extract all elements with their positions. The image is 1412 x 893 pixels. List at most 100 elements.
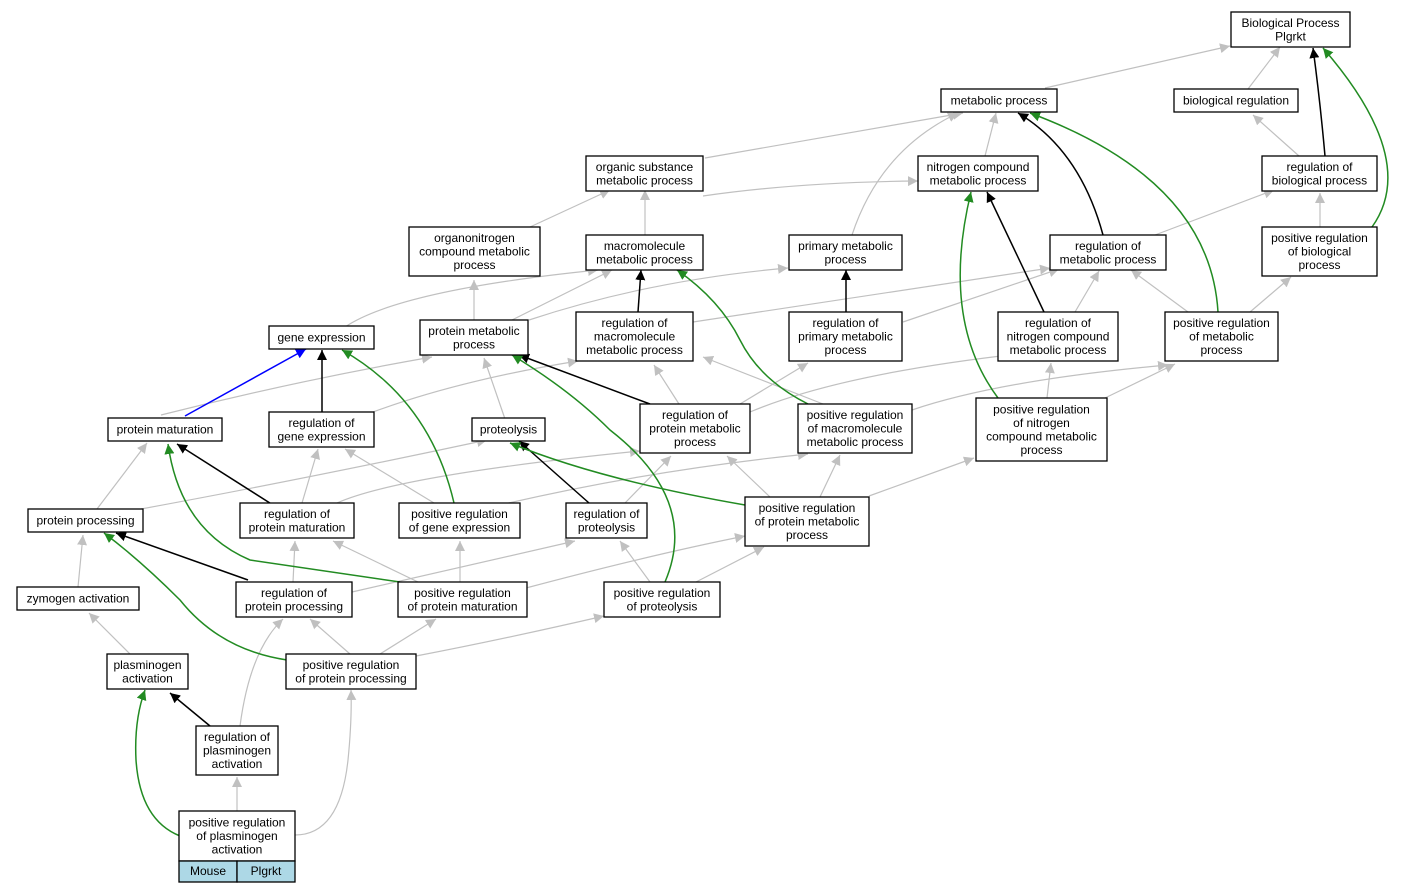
node-box (195, 725, 279, 776)
go-term-node-br[interactable]: biological regulation (1173, 88, 1299, 113)
node-box (917, 155, 1039, 192)
node-box (1261, 155, 1378, 192)
edge-is-a (1044, 362, 1055, 399)
node-label-line: process (824, 252, 866, 266)
node-box (27, 508, 144, 533)
edge-is-a (1247, 46, 1281, 90)
edge-is-a (619, 540, 651, 583)
edge-is-a (336, 447, 641, 504)
edge-part-of (184, 348, 307, 417)
node-box (239, 502, 355, 539)
node-box (1261, 226, 1378, 277)
node-label-line: regulation of (1286, 160, 1353, 174)
edge-is-a (525, 533, 746, 589)
node-label-line: positive regulation (411, 507, 508, 521)
node-label-line: positive regulation (414, 586, 511, 600)
node-box (975, 397, 1108, 462)
edge-is-a (344, 266, 599, 328)
node-box (744, 496, 870, 547)
node-box (1164, 311, 1279, 362)
edge-is-a (911, 360, 1169, 411)
edge-is-a (379, 618, 437, 655)
node-label-line: regulation of (1075, 239, 1142, 253)
go-term-node-mp[interactable]: metabolic process (940, 88, 1058, 113)
edge-is-a (726, 455, 771, 498)
edge-is-a (529, 189, 611, 228)
node-label-line: protein processing (36, 514, 134, 528)
node-label-line: regulation of (601, 316, 668, 330)
edge-is-a (332, 540, 419, 583)
edge-is-a (301, 448, 320, 504)
edge-is-a (528, 263, 789, 321)
go-term-node-ge[interactable]: gene expression (268, 325, 375, 350)
node-label-line: metabolic process (596, 173, 693, 187)
edge-positively-regulates (1029, 111, 1219, 313)
node-label-line: gene expression (277, 429, 365, 443)
edge-is-a (1154, 188, 1275, 236)
node-label-line: process (453, 337, 495, 351)
node-label-line: regulation of (204, 730, 271, 744)
node-box (268, 411, 375, 448)
node-box (16, 586, 140, 611)
go-term-node-pproc[interactable]: protein processing (27, 508, 144, 533)
node-label-line: of gene expression (409, 520, 510, 534)
node-box (106, 653, 189, 690)
edge-layer (77, 43, 1389, 837)
edge-is-a (702, 176, 919, 197)
node-box (1173, 88, 1299, 113)
legend-species-label: Mouse (190, 864, 226, 878)
node-label-line: organonitrogen (434, 231, 515, 245)
node-label-line: of protein metabolic (755, 515, 860, 529)
legend-gene-label: Plgrkt (251, 864, 282, 878)
node-label-line: proteolysis (480, 423, 537, 437)
node-label-line: protein metabolic (649, 422, 740, 436)
legend-gene-cell (236, 860, 296, 883)
node-label-line: process (786, 528, 828, 542)
edge-is-a (239, 618, 284, 727)
edge-is-a (704, 109, 964, 159)
node-label-line: protein maturation (249, 520, 346, 534)
edge-regulates (1309, 47, 1326, 157)
node-label-line: regulation of (812, 316, 879, 330)
go-term-node-pmat[interactable]: protein maturation (107, 417, 223, 442)
go-term-node-prot[interactable]: proteolysis (471, 417, 546, 442)
node-label-line: regulation of (288, 416, 355, 430)
node-label-line: activation (212, 757, 263, 771)
node-label-line: process (1020, 443, 1062, 457)
node-box (788, 234, 903, 271)
edge-is-a (902, 267, 1060, 323)
node-label-line: positive regulation (1271, 231, 1368, 245)
go-term-node-zymo[interactable]: zymogen activation (16, 586, 140, 611)
node-label-line: metabolic process (951, 94, 1048, 108)
